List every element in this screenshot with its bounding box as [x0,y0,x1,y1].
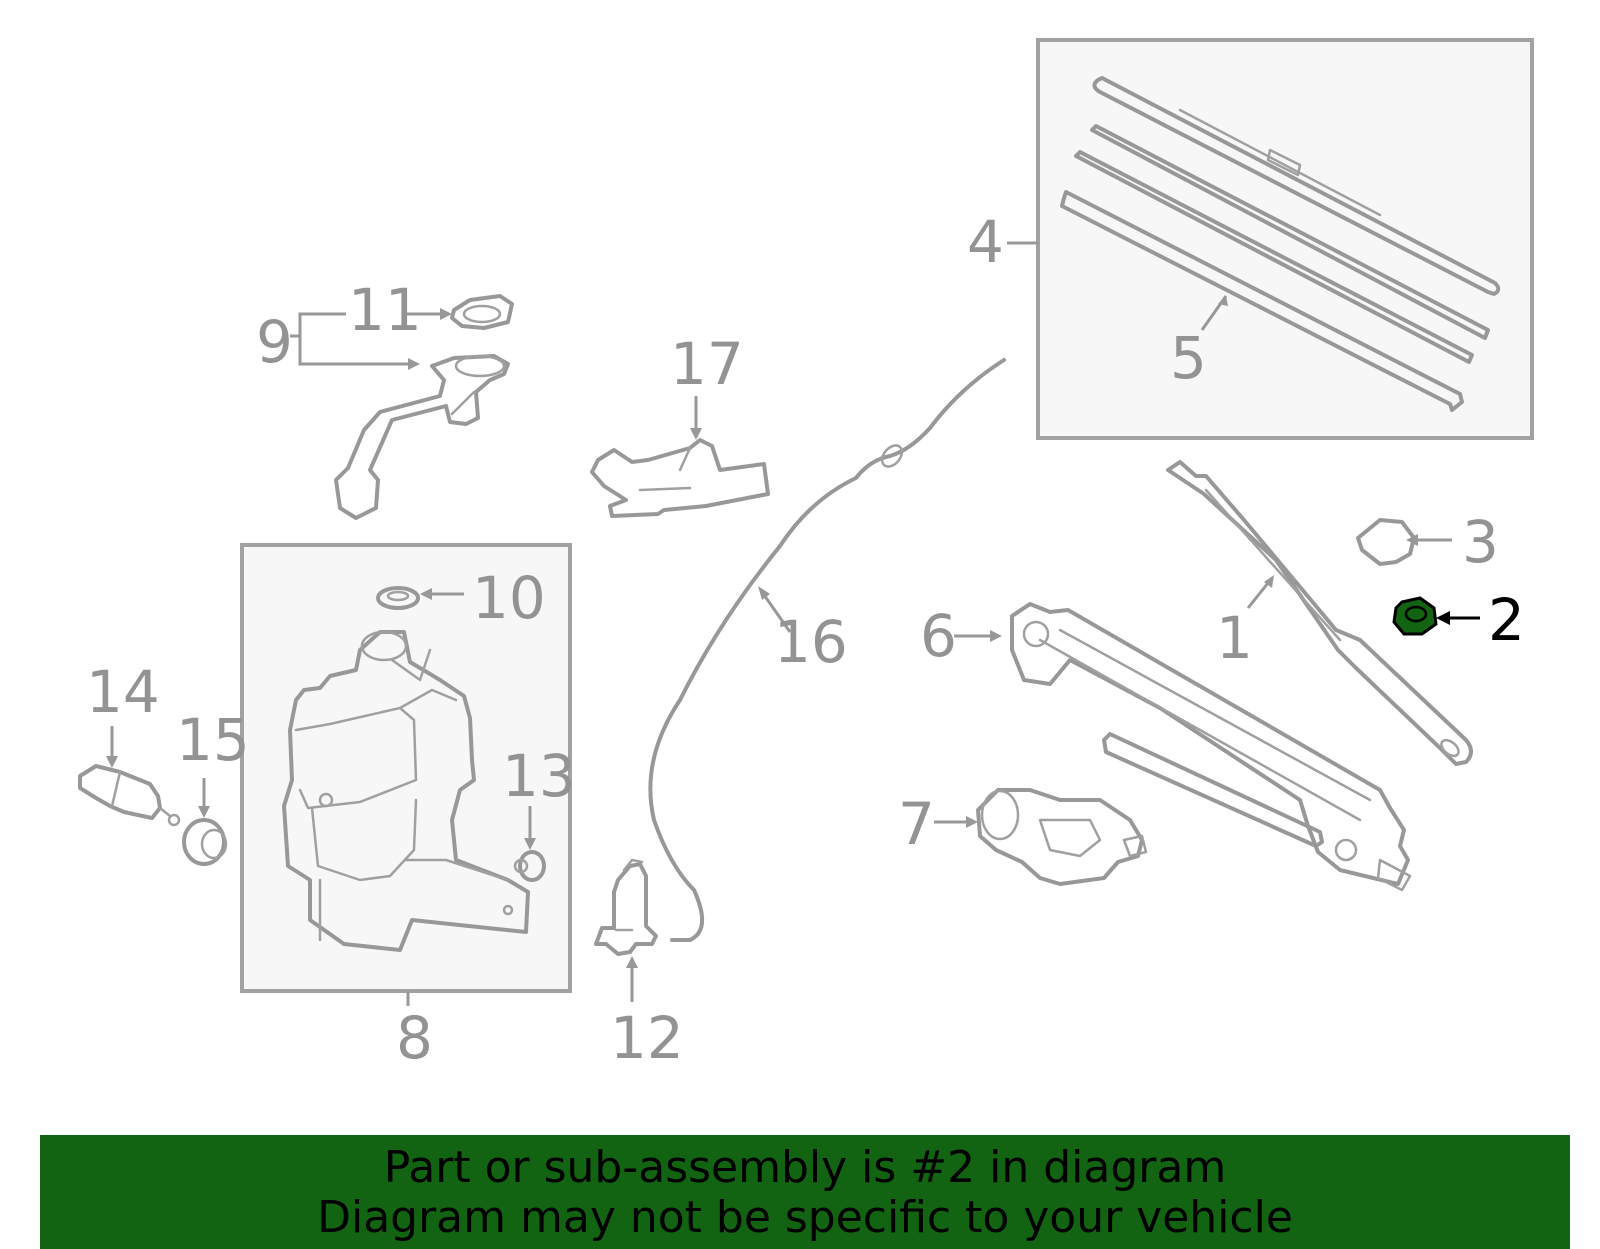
callout-12: 12 [610,1004,684,1072]
washer-reservoir-drawing [282,630,530,952]
callout-6: 6 [920,602,957,670]
banner-line-disclaimer: Diagram may not be specific to your vehi… [317,1192,1293,1243]
info-banner: Part or sub-assembly is #2 in diagram Di… [40,1135,1570,1249]
callout-17: 17 [670,330,744,398]
reservoir-box [240,543,572,993]
wiper-motor-drawing [976,788,1148,886]
wiper-blade-drawing [1060,76,1501,412]
callout-13: 13 [502,742,576,810]
washer-hose-drawing [648,358,1006,942]
nut-part-highlighted [1392,596,1438,636]
reservoir-clip-drawing [513,850,546,882]
level-sensor-drawing [78,764,181,827]
wiper-arm-drawing [1166,460,1473,766]
callout-2: 2 [1488,586,1525,654]
banner-line-part: Part or sub-assembly is #2 in diagram [383,1142,1227,1193]
filler-neck-drawing [334,354,510,520]
filler-cap-drawing [450,294,514,330]
parts-diagram: 4 5 1 3 2 6 7 [78,38,1534,1072]
callout-7: 7 [898,790,935,858]
blade-box [1036,38,1534,440]
washer-pump-drawing [594,858,658,956]
callout-11: 11 [348,276,422,344]
sensor-grommet-drawing [182,818,228,866]
callout-10: 10 [472,564,546,632]
callout-5: 5 [1170,324,1207,392]
washer-nozzle-drawing [590,438,770,518]
callout-3: 3 [1462,508,1499,576]
callout-4: 4 [967,208,1004,276]
callout-9: 9 [256,308,293,376]
arm-cap-drawing [1356,518,1416,566]
wiper-linkage-drawing [1010,602,1412,892]
callout-15: 15 [176,706,250,774]
reservoir-grommet-drawing [376,586,420,610]
callout-1: 1 [1216,604,1253,672]
callout-8: 8 [396,1004,433,1072]
callout-14: 14 [86,658,160,726]
callout-16: 16 [774,608,848,676]
